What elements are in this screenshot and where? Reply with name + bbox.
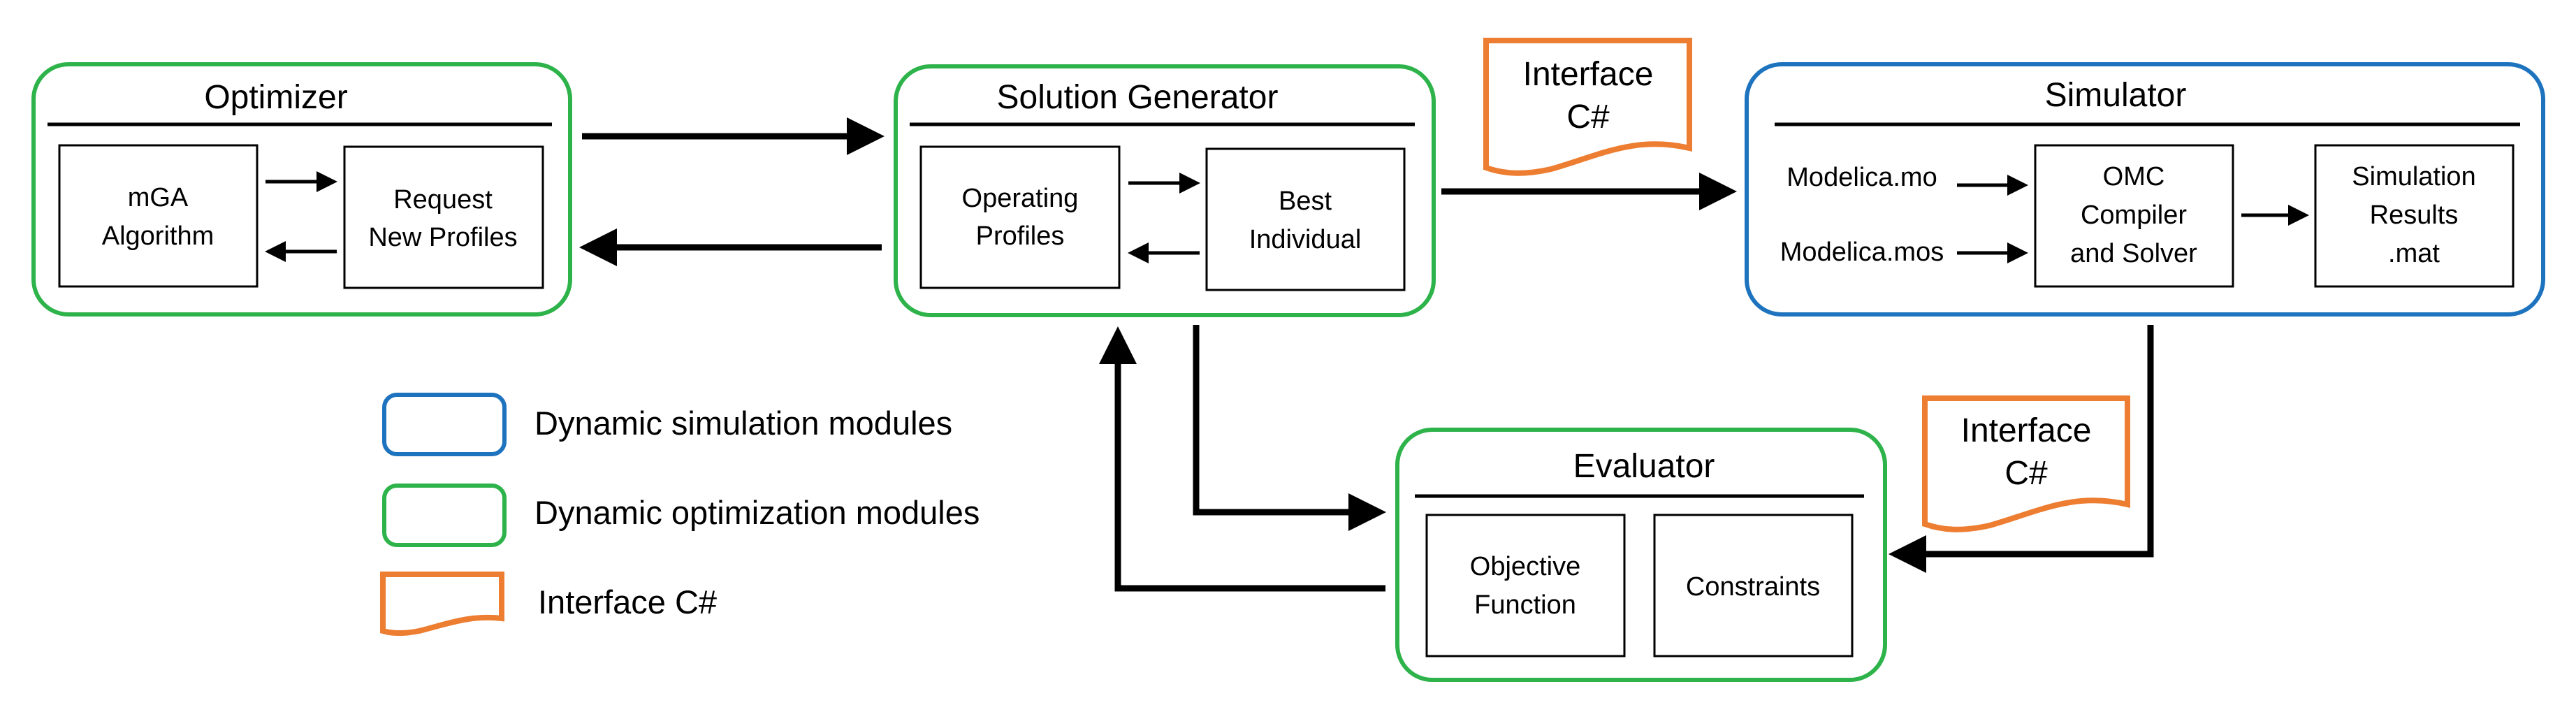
- request-label-line1: Request: [393, 185, 493, 215]
- simulator-module: Simulator Modelica.mo Modelica.mos OMC C…: [1745, 62, 2545, 317]
- best-individual-box: Best Individual: [1205, 147, 1406, 291]
- evaluator-title: Evaluator: [1573, 448, 1715, 485]
- operating-profiles-box: Operating Profiles: [919, 145, 1121, 289]
- solution-generator-title: Solution Generator: [997, 79, 1279, 116]
- legend-label-optimization: Dynamic optimization modules: [534, 494, 980, 531]
- legend-swatch-simulation: [382, 393, 507, 456]
- legend-label-simulation: Dynamic simulation modules: [534, 405, 952, 442]
- simulator-title: Simulator: [2045, 77, 2187, 114]
- optimizer-title: Optimizer: [204, 79, 347, 116]
- interface-top-line2: C#: [1566, 99, 1610, 136]
- objective-label-line2: Function: [1474, 590, 1576, 620]
- legend: Dynamic simulation modules Dynamic optim…: [380, 393, 980, 636]
- mga-label-line2: Algorithm: [102, 221, 214, 251]
- interface-top-line1: Interface: [1523, 56, 1654, 93]
- best-label-line2: Individual: [1249, 225, 1362, 254]
- best-label-line1: Best: [1279, 187, 1332, 216]
- interface-right-shape: Interface C#: [1922, 395, 2130, 532]
- evaluator-module: Evaluator Objective Function Constraints: [1395, 428, 1887, 682]
- legend-item-optimization: Dynamic optimization modules: [382, 484, 980, 547]
- legend-label-interface: Interface C#: [538, 583, 717, 620]
- request-new-profiles-box: Request New Profiles: [343, 145, 544, 289]
- legend-item-interface: Interface C#: [380, 572, 717, 636]
- arrow-solution-generator-to-evaluator: [1193, 325, 1386, 531]
- objective-function-box: Objective Function: [1425, 514, 1626, 657]
- interface-top-shape: Interface C#: [1483, 38, 1692, 176]
- arrow-evaluator-to-solution-generator: [1099, 326, 1385, 592]
- mga-algorithm-box: mGA Algorithm: [58, 144, 259, 288]
- constraints-label: Constraints: [1686, 572, 1820, 602]
- input-modelica-mos: Modelica.mos: [1780, 238, 1944, 267]
- results-label-line2: Results: [2370, 201, 2459, 230]
- omc-label-line2: Compiler: [2081, 201, 2187, 230]
- omc-compiler-box: OMC Compiler and Solver: [2034, 144, 2234, 288]
- omc-label-line1: OMC: [2103, 162, 2165, 191]
- results-label-line1: Simulation: [2352, 162, 2475, 191]
- constraints-box: Constraints: [1653, 514, 1854, 657]
- legend-swatch-optimization: [382, 484, 507, 547]
- legend-swatch-interface: [380, 572, 504, 636]
- interface-right-line1: Interface: [1961, 412, 2092, 449]
- legend-item-simulation: Dynamic simulation modules: [382, 393, 952, 456]
- operating-label-line2: Profiles: [976, 221, 1065, 251]
- optimizer-module: Optimizer mGA Algorithm Request New Prof…: [31, 62, 572, 317]
- results-label-line3: .mat: [2388, 239, 2440, 268]
- simulation-results-box: Simulation Results .mat: [2314, 144, 2515, 288]
- arrow-simulator-to-evaluator: [1889, 325, 2154, 573]
- interface-right-line2: C#: [2004, 455, 2048, 492]
- objective-label-line1: Objective: [1470, 552, 1580, 581]
- mga-label-line1: mGA: [128, 183, 189, 212]
- omc-label-line3: and Solver: [2070, 239, 2197, 268]
- input-modelica-mo: Modelica.mo: [1787, 163, 1937, 192]
- solution-generator-module: Solution Generator Operating Profiles Be…: [894, 64, 1436, 317]
- operating-label-line1: Operating: [962, 184, 1079, 213]
- request-label-line2: New Profiles: [368, 223, 517, 252]
